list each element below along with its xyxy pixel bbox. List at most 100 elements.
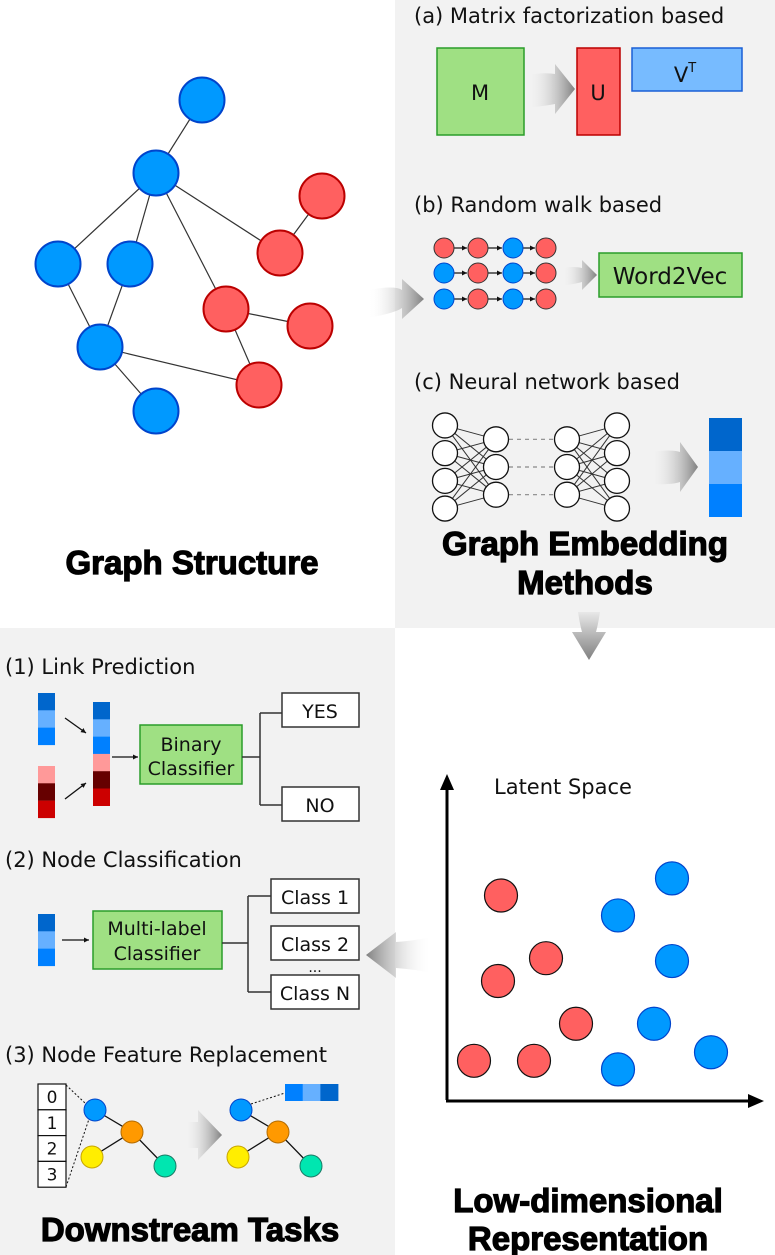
replacement-arrow-icon <box>182 1110 222 1160</box>
latent-point-blue <box>636 1006 672 1041</box>
node-classification-branch <box>222 895 271 993</box>
nn-neuron <box>553 426 581 453</box>
node-embedding-cell <box>38 948 55 967</box>
replacement-embedding-vector <box>285 1084 339 1101</box>
class-2-label: Class 2 <box>281 934 349 956</box>
walk-node-red <box>535 288 557 310</box>
tree-node-orange <box>120 1120 144 1144</box>
walk-node-red <box>433 237 455 259</box>
concatenated-embedding-cell <box>93 753 110 772</box>
nn-neuron <box>482 426 510 453</box>
graph-node-blue <box>132 387 180 435</box>
word2vec-box <box>598 252 743 298</box>
embedding-cell <box>709 484 742 517</box>
latent-point-red <box>456 1043 492 1078</box>
concatenated-embedding-cell <box>93 788 110 806</box>
node-b-embedding-cell <box>38 800 55 819</box>
latent-point-red <box>480 963 516 999</box>
nn-to-embedding-arrow-icon <box>648 442 698 492</box>
multi-label-classifier-line1: Multi-label <box>107 918 206 940</box>
neural-network-label: (c) Neural network based <box>414 370 680 394</box>
binary-classifier-line1: Binary <box>160 734 221 756</box>
nn-neuron <box>553 481 581 508</box>
walk-node-blue <box>433 262 455 284</box>
latent-point-blue <box>693 1035 729 1070</box>
replacement-embedding-cell <box>285 1084 303 1101</box>
walk-node-red <box>535 262 557 284</box>
latent-point-blue <box>654 943 690 979</box>
class-1-label: Class 1 <box>281 887 349 909</box>
tree-node-yellow <box>80 1145 104 1169</box>
graph-edge <box>155 172 281 254</box>
tree-node-orange <box>266 1120 290 1144</box>
flow-left-arrow-icon <box>366 932 432 978</box>
graph-node-red <box>256 229 304 277</box>
feature-value: 3 <box>47 1165 58 1185</box>
embedding-cell <box>709 451 742 484</box>
feature-cell <box>37 1134 67 1162</box>
matrix-u-label: U <box>590 81 605 105</box>
walk-node-blue <box>502 262 524 284</box>
graph-node-blue <box>132 149 180 197</box>
tree-before <box>80 1098 177 1178</box>
class-n-label: Class N <box>280 983 350 1005</box>
graph-node-red <box>202 285 250 333</box>
no-box <box>281 786 360 822</box>
feature-link-top <box>65 1084 87 1105</box>
nn-neuron <box>431 467 459 495</box>
walk-node-blue <box>502 288 524 310</box>
tree-node-teal <box>153 1154 177 1178</box>
graph-node-red <box>286 302 334 350</box>
latent-point-red <box>483 878 519 913</box>
concatenated-embedding-cell <box>93 702 110 720</box>
nn-connection <box>444 439 497 509</box>
walk-node-red <box>467 288 489 310</box>
latent-point-blue <box>600 1052 636 1087</box>
matrix-m-box <box>436 47 525 136</box>
latent-point-blue <box>654 861 690 896</box>
matrix-factorization-label: (a) Matrix factorization based <box>414 4 724 28</box>
nn-neuron <box>553 453 581 481</box>
flow-down-arrow-icon <box>572 612 606 660</box>
latent-point-red <box>516 1043 552 1078</box>
concatenated-embedding-cell <box>93 771 110 789</box>
tree-node-blue <box>83 1098 107 1122</box>
concatenated-embedding-cell <box>93 719 110 737</box>
graph-edge <box>99 346 260 386</box>
walk-to-word2vec-arrow-icon <box>560 260 597 290</box>
replacement-embedding-cell <box>302 1084 321 1101</box>
node-classification-label: (2) Node Classification <box>5 848 242 872</box>
class-n-box <box>270 974 360 1010</box>
walk-node-red <box>535 237 557 259</box>
latent-space-label: Latent Space <box>494 775 632 799</box>
random-walk-label: (b) Random walk based <box>414 193 662 217</box>
low-dim-title-line1: Low-dimensional <box>453 1182 723 1219</box>
multi-label-classifier-line2: Classifier <box>114 943 201 965</box>
nn-neuron <box>603 412 631 439</box>
graph-node-blue <box>76 323 124 371</box>
low-dim-title-line2: Representation <box>468 1220 708 1255</box>
graph-edge <box>155 172 227 310</box>
class-2-box <box>270 925 360 961</box>
embedding-methods-title-line2: Methods <box>517 564 653 601</box>
arrow-icon <box>64 782 87 800</box>
matrix-v-label: VT <box>674 61 696 87</box>
tree-after <box>226 1098 323 1178</box>
downstream-tasks-title: Downstream Tasks <box>41 1211 339 1248</box>
latent-point-blue <box>600 898 636 933</box>
node-embedding-cell <box>38 914 55 932</box>
tree-node-yellow <box>226 1145 250 1169</box>
link-prediction-vectors <box>38 693 110 819</box>
multi-label-classifier-box <box>92 910 223 970</box>
feature-cell <box>37 1160 67 1188</box>
random-walk-sequences <box>433 237 557 310</box>
arrow-icon <box>64 717 87 734</box>
nn-neuron <box>603 495 631 522</box>
latent-point-red <box>528 941 564 976</box>
latent-point-red <box>558 1006 594 1041</box>
nn-neuron <box>482 481 510 508</box>
flow-arrow-icon <box>368 279 424 319</box>
embedding-cell <box>709 418 742 451</box>
